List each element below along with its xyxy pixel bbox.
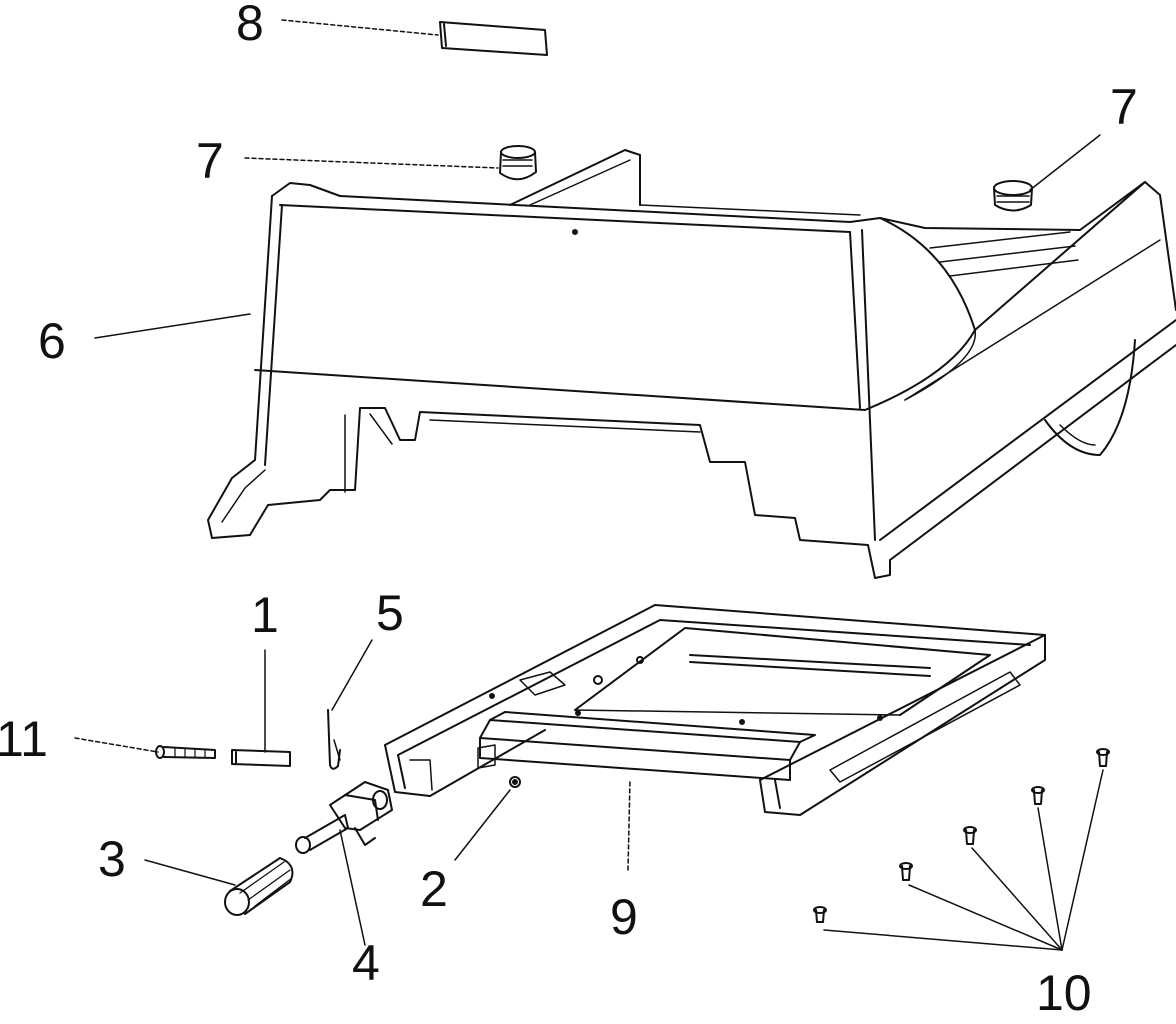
leader-3: [145, 860, 235, 885]
leader-8: [282, 20, 438, 35]
screw-10-a: [814, 907, 826, 922]
leader-2: [455, 790, 510, 860]
leader-6: [95, 314, 250, 338]
part-9-frame: [385, 605, 1045, 815]
leader-lines: [75, 20, 1103, 950]
part-8-pad: [440, 22, 547, 55]
screw-10-e: [1097, 749, 1109, 766]
part-5-clip: [328, 710, 340, 769]
callout-1: 1: [251, 587, 279, 643]
part-1-pin: [232, 750, 290, 766]
leader-10c: [972, 848, 1062, 950]
part-10-screws: [814, 749, 1109, 922]
screw-10-c: [964, 827, 976, 844]
part-4-hinge: [296, 782, 392, 853]
leader-10e: [1062, 770, 1103, 950]
callout-7-right: 7: [1110, 79, 1138, 135]
leader-4: [340, 830, 365, 945]
callout-6: 6: [38, 313, 66, 369]
part-2-nut: [510, 777, 520, 787]
callout-3: 3: [98, 831, 126, 887]
leader-10a: [824, 930, 1062, 950]
leader-10d: [1038, 808, 1062, 950]
callout-2: 2: [420, 861, 448, 917]
part-7-foot-right: [994, 181, 1032, 211]
callout-10: 10: [1036, 965, 1092, 1021]
screw-10-b: [900, 863, 912, 880]
callout-11: 11: [0, 711, 48, 767]
leader-5: [332, 640, 372, 710]
part-6-housing: [208, 150, 1176, 578]
callout-4: 4: [352, 935, 380, 991]
callout-5: 5: [376, 585, 404, 641]
part-7-foot-left: [500, 146, 536, 179]
leader-9: [628, 780, 630, 870]
leader-7b: [1030, 135, 1100, 190]
leader-11: [75, 738, 158, 752]
part-3-roller: [225, 858, 292, 915]
leader-7a: [245, 158, 498, 168]
screw-10-d: [1032, 787, 1044, 804]
leader-10b: [909, 885, 1062, 950]
callout-7-left: 7: [196, 133, 224, 189]
part-11-screw: [156, 746, 215, 758]
callout-8: 8: [236, 0, 264, 51]
callout-9: 9: [610, 889, 638, 945]
